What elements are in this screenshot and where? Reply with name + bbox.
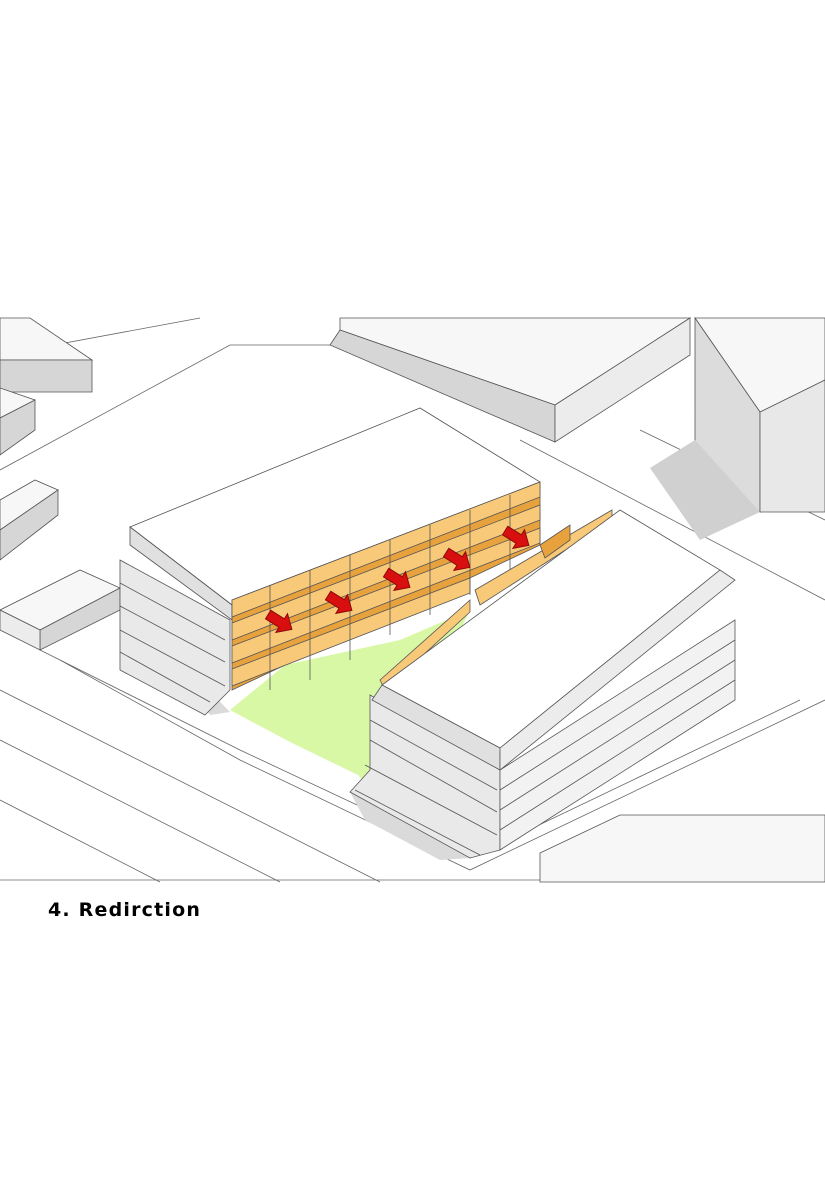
context-block: [0, 609, 41, 651]
redirection-arrow-icon: [382, 567, 411, 592]
context-block: [0, 399, 36, 456]
context-block: [539, 814, 825, 883]
diagram-caption: 4. Redirction: [48, 899, 202, 921]
redirection-arrows: [264, 525, 530, 634]
building-shadow: [350, 792, 470, 860]
redirection-arrow-icon: [442, 547, 471, 572]
redirection-arrow-icon: [264, 609, 293, 634]
context-block: [0, 489, 59, 561]
left-building: [119, 407, 541, 716]
redirection-arrow-icon: [501, 525, 530, 550]
context-blocks: [0, 316, 825, 883]
context-shadow: [650, 440, 760, 540]
context-block: [0, 317, 94, 361]
context-block: [759, 379, 825, 513]
right-building: [349, 509, 736, 859]
redirection-arrow-icon: [324, 590, 353, 615]
context-block: [0, 359, 93, 393]
right-wing-louver: [539, 524, 571, 559]
context-block: [554, 317, 691, 443]
ground-lines: [0, 317, 825, 883]
